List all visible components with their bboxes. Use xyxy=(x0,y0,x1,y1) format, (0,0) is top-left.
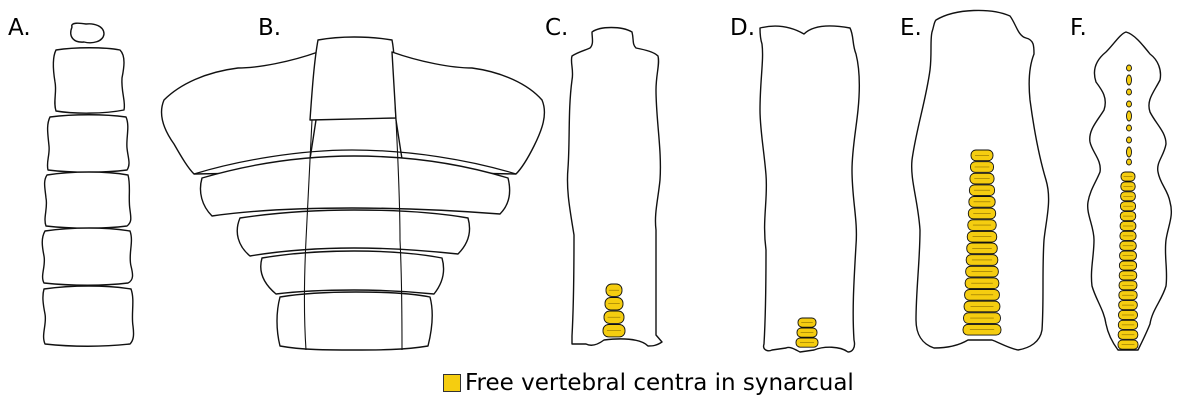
legend-swatch xyxy=(443,374,461,392)
panel-a-vertebra-4 xyxy=(42,228,132,285)
panel-b-block-1-left xyxy=(162,52,318,174)
panel-a-vertebra-2 xyxy=(47,115,129,173)
legend-label: Free vertebral centra in synarcual xyxy=(465,370,854,396)
panel-f-bead-3 xyxy=(1127,89,1132,95)
panel-b-vertebrae xyxy=(162,37,545,350)
panel-b-block-1-right xyxy=(392,52,544,174)
panel-f-bead-1 xyxy=(1127,65,1132,71)
panel-d-outline xyxy=(760,26,859,352)
panel-f-bead-2 xyxy=(1127,75,1132,85)
panel-b-block-5 xyxy=(277,292,432,350)
panel-b-block-4 xyxy=(261,251,444,294)
panel-f-bead-4 xyxy=(1127,101,1132,107)
panel-label-f: F. xyxy=(1070,15,1087,41)
panel-f-bead-7 xyxy=(1127,137,1132,143)
panel-label-a: A. xyxy=(8,15,31,41)
panel-f-bead-6 xyxy=(1127,125,1132,131)
panel-label-b: B. xyxy=(258,15,281,41)
panel-f-bead-9 xyxy=(1127,159,1132,165)
panel-label-e: E. xyxy=(900,15,922,41)
panel-b-block-1-center xyxy=(310,37,396,120)
panel-b-block-3 xyxy=(237,210,469,256)
legend: Free vertebral centra in synarcual xyxy=(443,369,854,397)
panel-label-c: C. xyxy=(545,15,568,41)
panel-a-neural-piece xyxy=(71,23,104,43)
panel-a-vertebra-5 xyxy=(43,286,134,346)
panel-d-synarcual xyxy=(760,26,859,352)
panel-a-vertebrae xyxy=(42,23,133,346)
vertebral-column-figure: A. B. C. D. E. F. xyxy=(0,0,1188,370)
panel-label-d: D. xyxy=(730,15,755,41)
panel-e-synarcual xyxy=(912,10,1049,350)
panel-a-vertebra-1 xyxy=(53,48,124,113)
panel-f-bead-8 xyxy=(1127,147,1132,157)
panel-f-synarcual xyxy=(1088,32,1172,350)
panel-a-vertebra-3 xyxy=(45,172,131,228)
panel-d-centra xyxy=(796,318,818,347)
panel-f-bead-5 xyxy=(1127,111,1132,121)
panel-c-synarcual xyxy=(567,28,662,347)
